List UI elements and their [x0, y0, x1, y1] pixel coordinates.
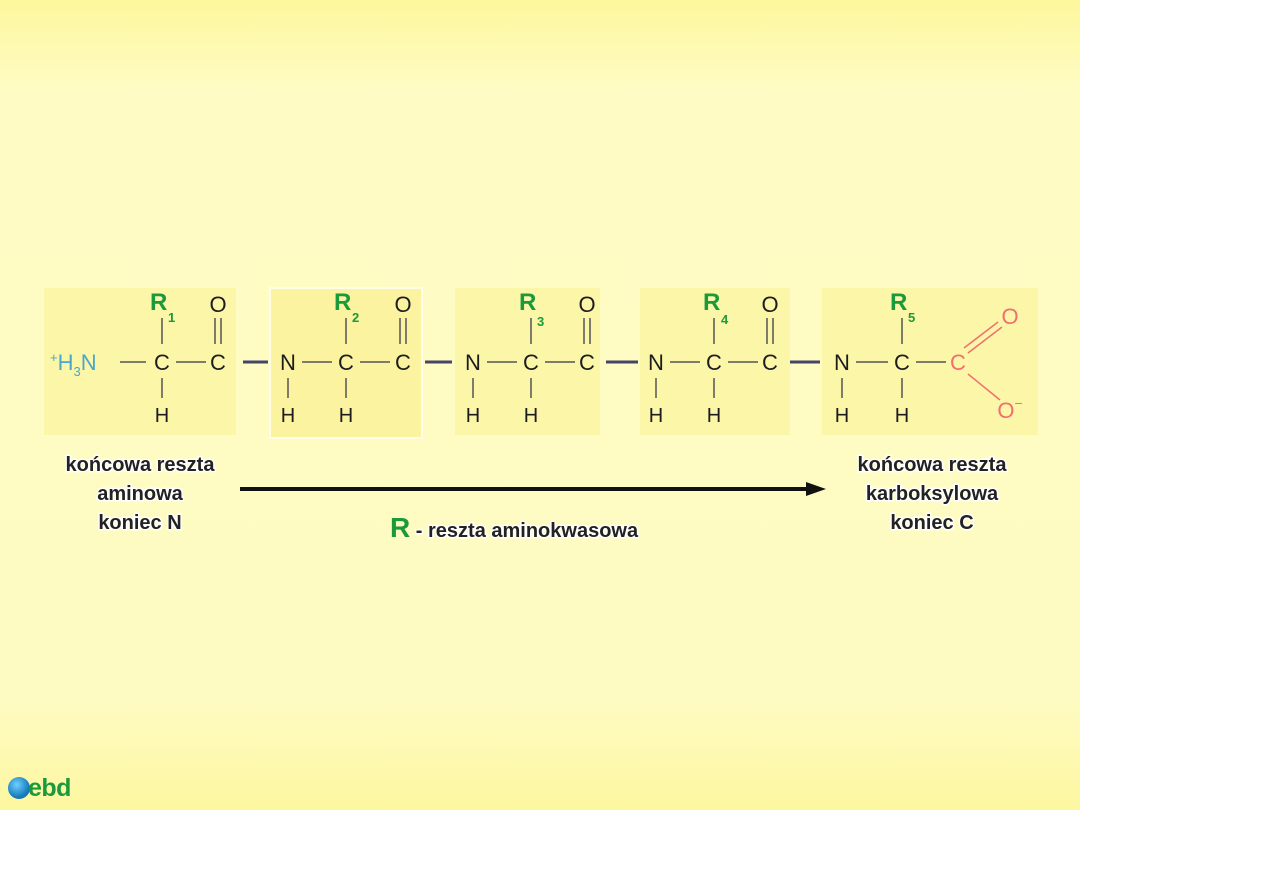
carbonyl-c-3: C — [579, 350, 595, 375]
r-group-4-subscript: 4 — [721, 312, 729, 327]
h-2: H — [339, 405, 353, 427]
n-3: N — [465, 350, 481, 375]
nh-2: H — [281, 405, 295, 427]
direction-arrow-head — [806, 482, 826, 496]
r-group-5-letter: R — [890, 289, 907, 316]
r-group-4-letter: R — [703, 289, 720, 316]
carbonyl-c-2: C — [395, 350, 411, 375]
c-terminus-carbon: C — [950, 350, 966, 375]
r-group-2-subscript: 2 — [352, 310, 359, 325]
nh-5: H — [835, 405, 849, 427]
h-1: H — [155, 405, 169, 427]
r-group-3-letter: R — [519, 289, 536, 316]
r-group-1-subscript: 1 — [168, 310, 175, 325]
carbonyl-o-2: O — [394, 292, 411, 317]
r-group-2-letter: R — [334, 289, 351, 316]
r-group-1-letter: R — [150, 289, 167, 316]
n-5: N — [834, 350, 850, 375]
h-4: H — [707, 405, 721, 427]
legend-symbol: R — [390, 512, 410, 543]
residue-panels — [44, 287, 1038, 439]
c-terminus-double-bond-b — [967, 326, 1003, 354]
nh-4: H — [649, 405, 663, 427]
carbonyl-o-3: O — [578, 292, 595, 317]
ebd-logo: ebd — [8, 774, 71, 802]
n-terminal-caption: końcowa reszta aminowa koniec N — [64, 453, 217, 536]
slide-background: +H3N R 1 C H C O N H R 2 C H C O N H R 3… — [0, 0, 1080, 810]
c-terminal-caption: końcowa reszta karboksylowa koniec C — [856, 453, 1009, 536]
r-group-3-subscript: 3 — [537, 314, 544, 329]
calpha-1: C — [154, 350, 170, 375]
c-terminus-double-bond-a — [963, 321, 999, 349]
calpha-2: C — [338, 350, 354, 375]
n-caption-line-1: końcowa reszta — [66, 454, 216, 476]
legend: R - reszta aminokwasowa — [390, 512, 639, 543]
c-terminus-oxygen-bottom: O− — [997, 395, 1022, 423]
n-4: N — [648, 350, 664, 375]
carbonyl-o-1: O — [209, 292, 226, 317]
n-2: N — [280, 350, 296, 375]
residue-panel-3 — [455, 288, 600, 435]
c-caption-line-3: koniec C — [890, 512, 973, 534]
c-terminus-single-bond — [967, 373, 1001, 401]
legend-text: - reszta aminokwasowa — [410, 520, 639, 542]
n-terminus-group: +H3N — [50, 350, 97, 379]
n-caption-line-2: aminowa — [97, 483, 183, 505]
carbonyl-c-4: C — [762, 350, 778, 375]
carbonyl-c-1: C — [210, 350, 226, 375]
peptide-chain-diagram: +H3N R 1 C H C O N H R 2 C H C O N H R 3… — [44, 287, 1038, 544]
n-caption-line-3: koniec N — [98, 512, 181, 534]
c-caption-line-2: karboksylowa — [866, 483, 999, 505]
h-3: H — [524, 405, 538, 427]
carbonyl-o-4: O — [761, 292, 778, 317]
c-caption-line-1: końcowa reszta — [858, 454, 1008, 476]
residue-panel-2 — [269, 287, 423, 439]
calpha-4: C — [706, 350, 722, 375]
globe-icon — [8, 777, 30, 799]
logo-text: ebd — [28, 774, 71, 802]
residue-panel-4 — [640, 288, 790, 435]
c-terminus-oxygen-top: O — [1001, 304, 1018, 329]
h-5: H — [895, 405, 909, 427]
calpha-3: C — [523, 350, 539, 375]
calpha-5: C — [894, 350, 910, 375]
nh-3: H — [466, 405, 480, 427]
r-group-5-subscript: 5 — [908, 310, 915, 325]
